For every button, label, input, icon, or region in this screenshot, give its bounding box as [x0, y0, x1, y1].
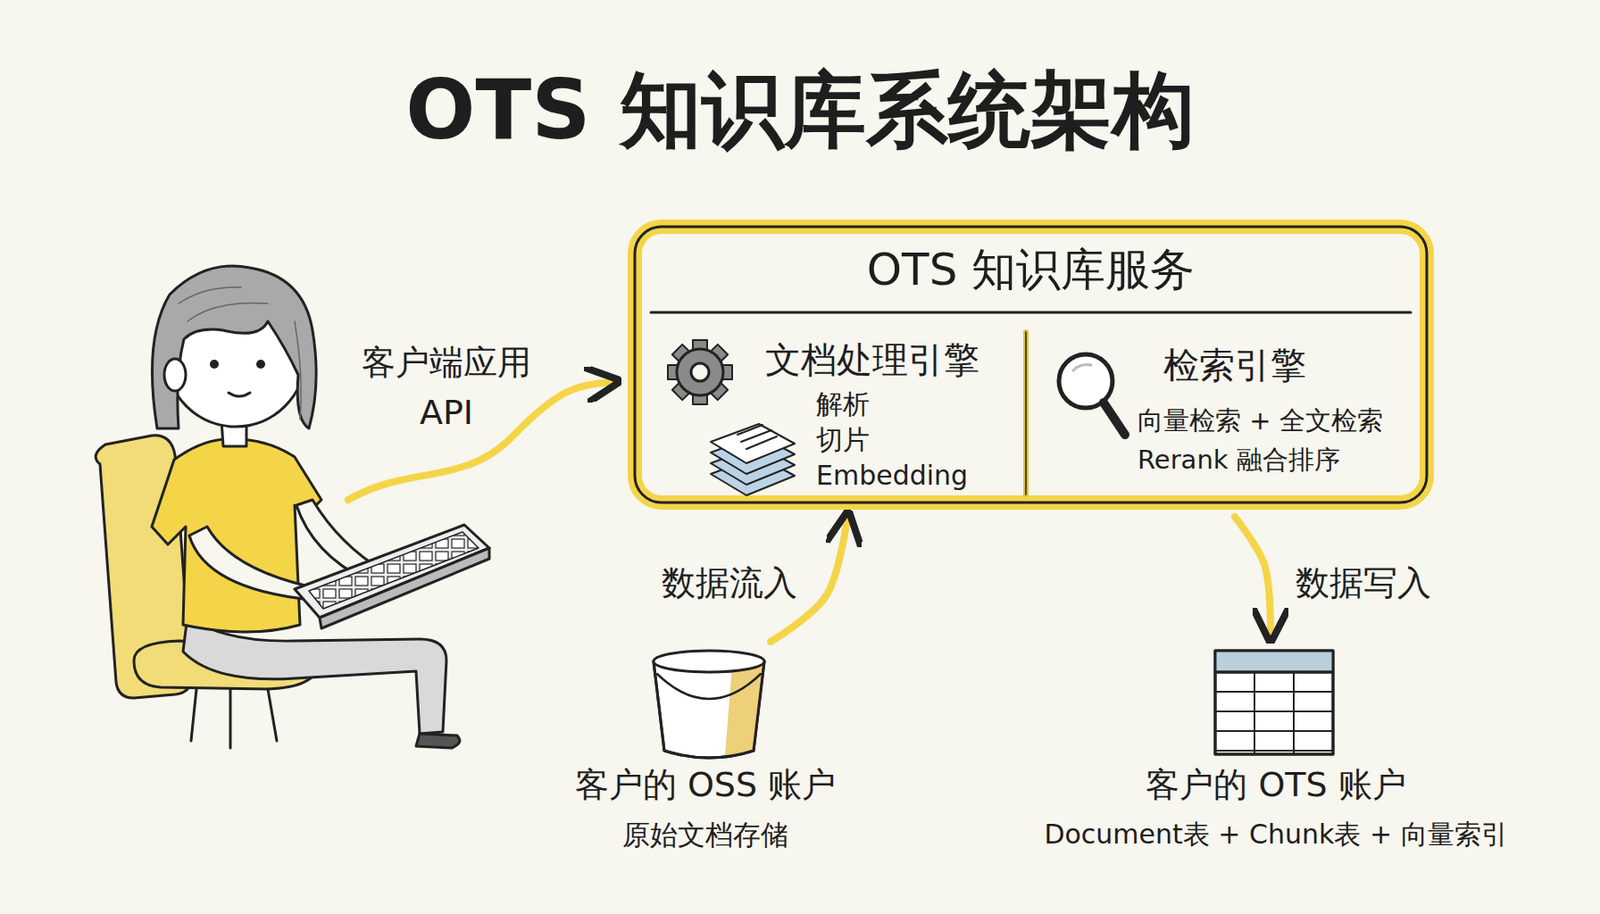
- node-body: 向量检索 + 全文检索 Rerank 融合排序: [1137, 400, 1406, 480]
- node-heading: 客户的 OTS 账户: [1145, 765, 1406, 807]
- client-arrow: [348, 382, 611, 500]
- edge-label: 数据流入: [658, 560, 800, 607]
- node-body: 原始文档存储: [622, 818, 789, 852]
- node-heading: 检索引擎: [1163, 343, 1307, 387]
- node-body: 解析 切片 Embedding: [816, 386, 1004, 494]
- storage-account: 客户的 OSS 账户原始文档存储: [517, 638, 893, 867]
- storage-account: 客户的 OTS 账户 Document表 + Chunk表 + 向量索引: [1008, 638, 1544, 867]
- node-heading: 客户的 OSS 账户: [575, 765, 836, 807]
- engine-section: 文档处理引擎解析 切片 Embedding: [651, 334, 1018, 500]
- flow-arrow: [1234, 516, 1271, 634]
- bucket-icon: [653, 650, 765, 759]
- node-body: Document表 + Chunk表 + 向量索引: [1043, 818, 1508, 851]
- node-heading: OTS 知识库服务: [866, 242, 1196, 297]
- edge-label: 数据写入: [1292, 560, 1434, 607]
- search-icon: [1058, 354, 1125, 435]
- engine-section: 检索引擎向量检索 + 全文检索 Rerank 融合排序: [1030, 334, 1429, 500]
- service-box: OTS 知识库服务文档处理引擎解析 切片 Embedding检索引擎向量检索 +…: [627, 219, 1434, 510]
- table-icon: [1215, 650, 1334, 755]
- node-heading: 文档处理引擎: [765, 338, 980, 382]
- client-label: 客户端应用 API: [348, 337, 545, 438]
- title: OTS 知识库系统架构: [405, 55, 1194, 167]
- service-icon: [634, 226, 1427, 503]
- girl-figure: [95, 266, 490, 749]
